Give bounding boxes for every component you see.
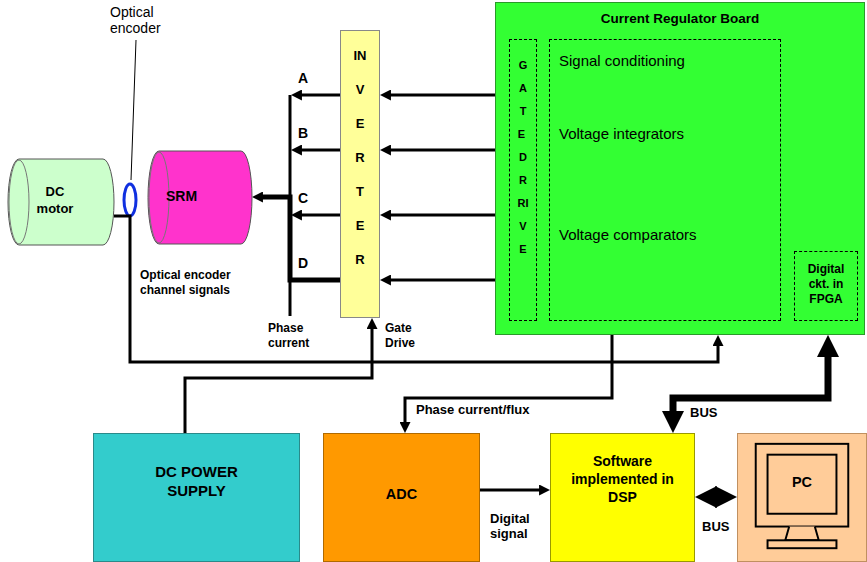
node-text: Signal conditioning xyxy=(559,52,776,69)
signal-connector xyxy=(386,214,495,217)
signal-connector xyxy=(386,279,495,282)
phase-line xyxy=(297,94,340,97)
node-text: Voltage integrators xyxy=(559,125,776,142)
node-text: Digital ckt. in FPGA xyxy=(797,262,855,307)
fpga-block: Digital ckt. in FPGA xyxy=(794,251,858,321)
regulator-board: Current Regulator BoardGATE DRRIVE Signal… xyxy=(495,2,865,335)
pc-box: PC xyxy=(737,433,867,562)
signal-connector xyxy=(386,94,495,97)
motor-cylinder xyxy=(148,150,252,245)
srm-motor: SRM xyxy=(148,150,252,245)
node-text: ADC xyxy=(324,486,479,502)
node-text: Voltage comparators xyxy=(559,226,776,243)
power-supply-box: DC POWER SUPPLY xyxy=(93,433,300,562)
signal-connector xyxy=(480,489,544,492)
phase-line xyxy=(297,149,340,152)
phase-lines xyxy=(290,95,340,316)
signal-name: Phase current xyxy=(268,321,328,351)
part-label: Optical encoder xyxy=(110,4,180,36)
bus-connector xyxy=(709,494,723,501)
phase-name: A xyxy=(298,70,308,86)
node-text: PC xyxy=(738,474,866,490)
signal-name: Optical encoder channel signals xyxy=(140,268,250,298)
node-text: INVERTER xyxy=(354,39,367,277)
inverter-box: INVERTER xyxy=(340,30,380,318)
node-text: GATE DRRIVE xyxy=(518,54,529,261)
adc-box: ADC xyxy=(323,433,480,562)
connector-label: Digital signal xyxy=(490,512,548,542)
node-text: DC POWER SUPPLY xyxy=(147,462,247,500)
node-text: SRM xyxy=(166,188,197,204)
connector-label: BUS xyxy=(690,406,717,421)
phase-name: D xyxy=(298,255,308,271)
connector-label: BUS xyxy=(702,520,729,535)
node-text: Current Regulator Board xyxy=(496,11,864,26)
leader-line xyxy=(131,40,136,180)
signal-name: Gate Drive xyxy=(385,321,437,351)
node-text: DC motor xyxy=(30,183,80,217)
phase-name: B xyxy=(298,125,308,141)
computer-icon xyxy=(738,434,866,561)
signal-connector xyxy=(386,149,495,152)
dsp-box: Software implemented in DSP xyxy=(550,433,695,562)
analog-block: Signal conditioningVoltage integratorsVo… xyxy=(549,39,781,321)
encoder-ring xyxy=(124,184,136,216)
phase-name: C xyxy=(298,190,308,206)
dc-motor: DC motor xyxy=(8,158,114,246)
phase-line xyxy=(297,214,340,217)
connector-label: Phase current/flux xyxy=(416,403,529,418)
signal-connector xyxy=(258,197,340,280)
gate-drive-block: GATE DRRIVE xyxy=(509,39,537,321)
node-text: Software implemented in DSP xyxy=(568,452,678,506)
